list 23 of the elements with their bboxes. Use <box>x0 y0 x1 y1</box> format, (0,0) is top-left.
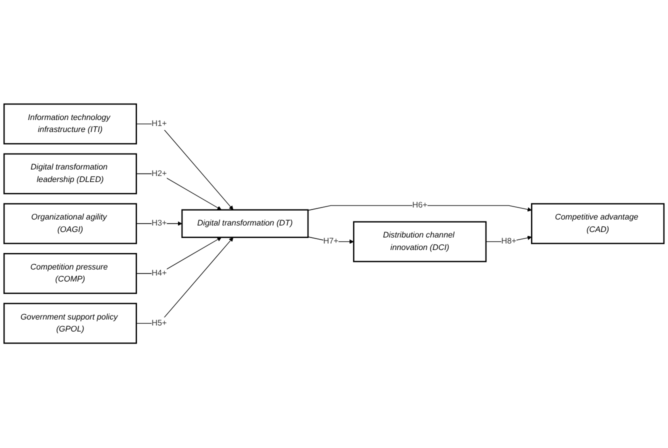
edge-label: H5+ <box>152 319 167 328</box>
node-box: Competition pressure (COMP) <box>3 253 137 294</box>
edge-label: H1+ <box>152 120 167 128</box>
edge-label: H8+ <box>501 237 516 246</box>
node-box: Distribution channel innovation (DCI) <box>353 222 487 263</box>
edge-label: H7+ <box>323 237 338 246</box>
edge-label: H4+ <box>152 269 167 278</box>
edge-label: H6+ <box>412 201 428 210</box>
arrow <box>136 238 234 324</box>
node-box: Digital transformation (DT) <box>181 210 309 238</box>
arrow <box>136 238 222 274</box>
node-box: Organizational agility (OAGI) <box>3 204 137 244</box>
edge-label: H3+ <box>152 219 167 228</box>
node-box: Government support policy (GPOL) <box>3 303 137 344</box>
arrow <box>136 124 234 210</box>
node-box: Competitive advantage (CAD) <box>531 204 665 244</box>
arrow <box>308 236 354 244</box>
arrow <box>136 174 222 210</box>
node-box: Information technology infrastructure (ITI) <box>3 104 137 145</box>
node-box: Digital transformation leadership (DLED) <box>3 154 137 195</box>
arrow <box>136 222 182 226</box>
arrow <box>308 206 532 212</box>
edge-label: H2+ <box>152 170 167 178</box>
